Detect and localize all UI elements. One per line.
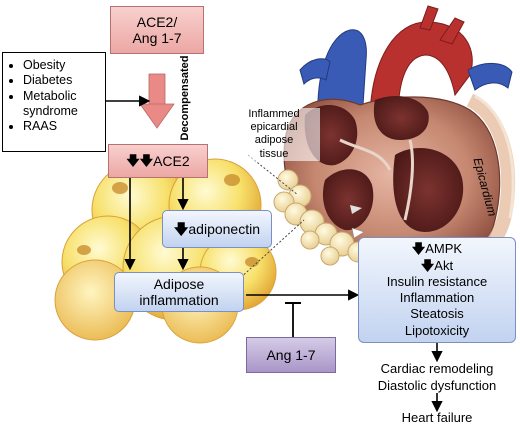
outcome-label: Cardiac remodeling Diastolic dysfunction: [352, 361, 520, 395]
ace2-decrease-box: 🡇🡇 ACE2: [108, 144, 208, 178]
ace2-decrease-label: ACE2: [153, 152, 190, 169]
adipose-inflammation-line2: inflammation: [139, 292, 219, 308]
outcome-line1: Cardiac remodeling: [380, 361, 494, 376]
risk-factors-box: Obesity Diabetes Metabolic syndrome RAAS: [2, 52, 106, 152]
adiponectin-box: 🡇 adiponectin: [162, 210, 272, 248]
ace2-ang17-line2: Ang 1-7: [132, 30, 182, 46]
effect-item: Inflammation: [399, 290, 475, 305]
double-down-arrow-icon: 🡇🡇: [126, 152, 154, 168]
akt-row: 🡇Akt: [421, 258, 453, 274]
risk-factor-item: Diabetes: [23, 73, 101, 88]
adipose-cell-cluster: [54, 158, 277, 344]
effect-item: Lipotoxicity: [404, 322, 470, 338]
ace2-ang17-line1: ACE2/: [136, 13, 178, 30]
risk-factors-list: Obesity Diabetes Metabolic syndrome RAAS: [9, 58, 101, 134]
epicardial-tissue-line3: adipose: [254, 134, 294, 147]
akt-label: Akt: [434, 257, 454, 273]
ace2-ang17-box: ACE2/ Ang 1-7: [110, 6, 204, 54]
risk-factor-item: RAAS: [23, 119, 101, 134]
down-arrow-icon: 🡇: [420, 257, 435, 273]
leader-line-upper: [247, 154, 299, 196]
decompensated-arrow: [139, 73, 175, 129]
down-arrow-icon: 🡇: [411, 241, 426, 257]
heart-failure-label: Heart failure: [401, 410, 473, 425]
risk-factor-item: Obesity: [23, 58, 101, 73]
epicardial-tissue-label: Inflammed epicardial adipose tissue: [228, 108, 320, 161]
outcome-line2: Diastolic dysfunction: [377, 377, 497, 393]
risk-factor-item: Metabolic syndrome: [23, 89, 101, 120]
ampk-label: AMPK: [425, 241, 463, 257]
ang17-box: Ang 1-7: [246, 337, 336, 373]
epicardial-tissue-line1: Inflammed: [248, 108, 300, 120]
ampk-row: 🡇AMPK: [412, 241, 462, 257]
adipose-inflammation-box: Adipose inflammation: [114, 272, 244, 312]
adipose-inflammation-line1: Adipose: [153, 275, 205, 292]
epicardial-tissue-line2: epicardial: [250, 121, 298, 134]
leader-line-lower: [237, 219, 305, 281]
effects-box: 🡇AMPK 🡇Akt Insulin resistance Inflammati…: [358, 237, 516, 343]
decompensated-label: Decompensated: [179, 55, 191, 141]
down-arrow-icon: 🡇: [173, 220, 189, 237]
epicardial-tissue-line4: tissue: [259, 147, 289, 160]
effect-item: Insulin resistance: [386, 273, 488, 289]
effect-item: Steatosis: [410, 306, 464, 322]
adiponectin-label: adiponectin: [188, 220, 261, 237]
